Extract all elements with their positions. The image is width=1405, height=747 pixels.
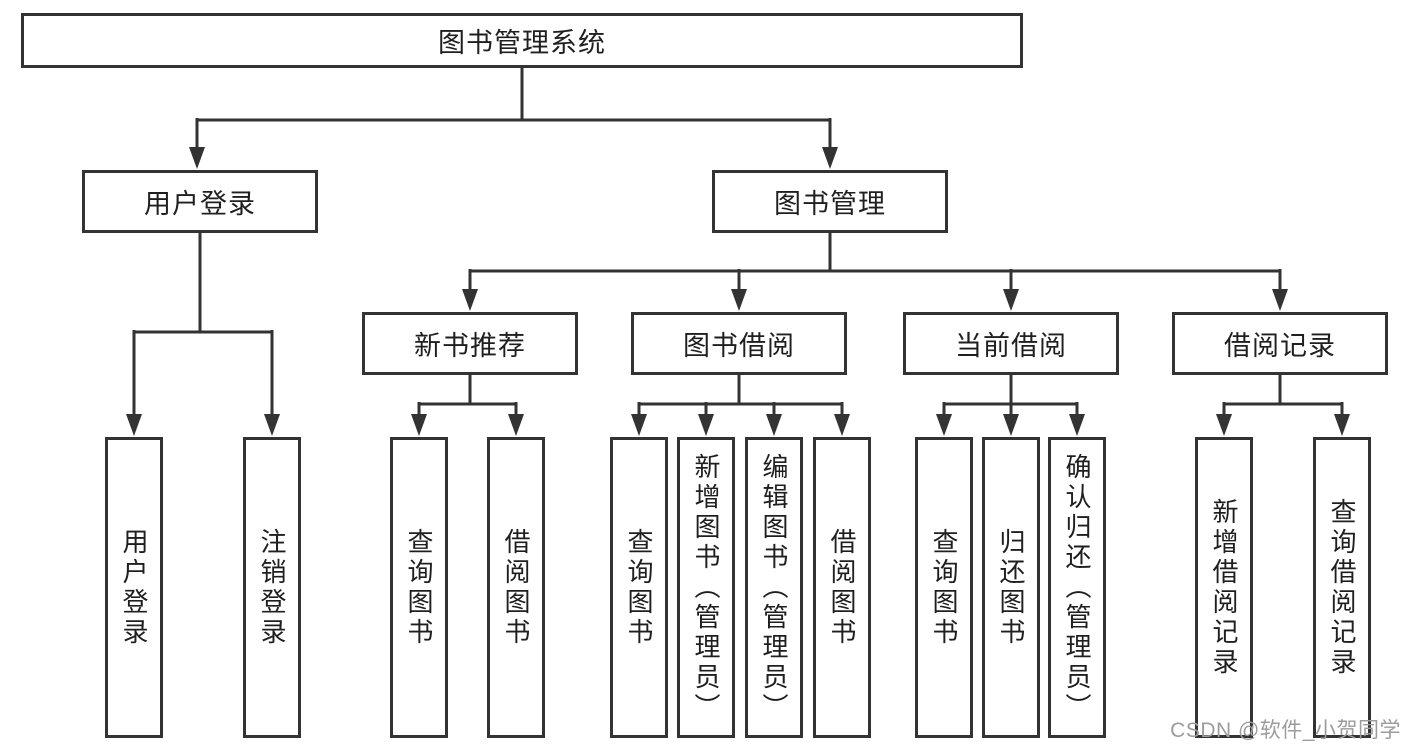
leaf-query-books-recommend: 查询图书 [390, 437, 448, 738]
leaf-edit-book-admin: 编辑图书（管理员） [745, 437, 803, 738]
node-library-management-system: 图书管理系统 [21, 13, 1023, 68]
watermark: CSDN @软件_小贺同学 [1170, 719, 1401, 742]
node-book-borrowing: 图书借阅 [631, 312, 847, 375]
leaf-borrow-books-recommend: 借阅图书 [487, 437, 545, 738]
leaf-add-book-admin: 新增图书（管理员） [677, 437, 735, 738]
leaf-query-books-borrowing: 查询图书 [610, 437, 668, 738]
node-new-book-recommendation: 新书推荐 [362, 312, 578, 375]
node-book-management: 图书管理 [712, 170, 948, 233]
leaf-confirm-return-admin: 确认归还（管理员） [1048, 437, 1106, 738]
leaf-query-books-current: 查询图书 [915, 437, 973, 738]
leaf-query-borrow-record: 查询借阅记录 [1313, 437, 1371, 738]
node-user-login: 用户登录 [82, 170, 318, 233]
leaf-logout: 注销登录 [243, 437, 301, 738]
node-borrowing-records: 借阅记录 [1172, 312, 1388, 375]
leaf-add-borrow-record: 新增借阅记录 [1195, 437, 1253, 738]
leaf-user-login: 用户登录 [105, 437, 163, 738]
node-current-borrowing: 当前借阅 [903, 312, 1119, 375]
leaf-borrow-books-borrowing: 借阅图书 [813, 437, 871, 738]
leaf-return-books: 归还图书 [982, 437, 1040, 738]
